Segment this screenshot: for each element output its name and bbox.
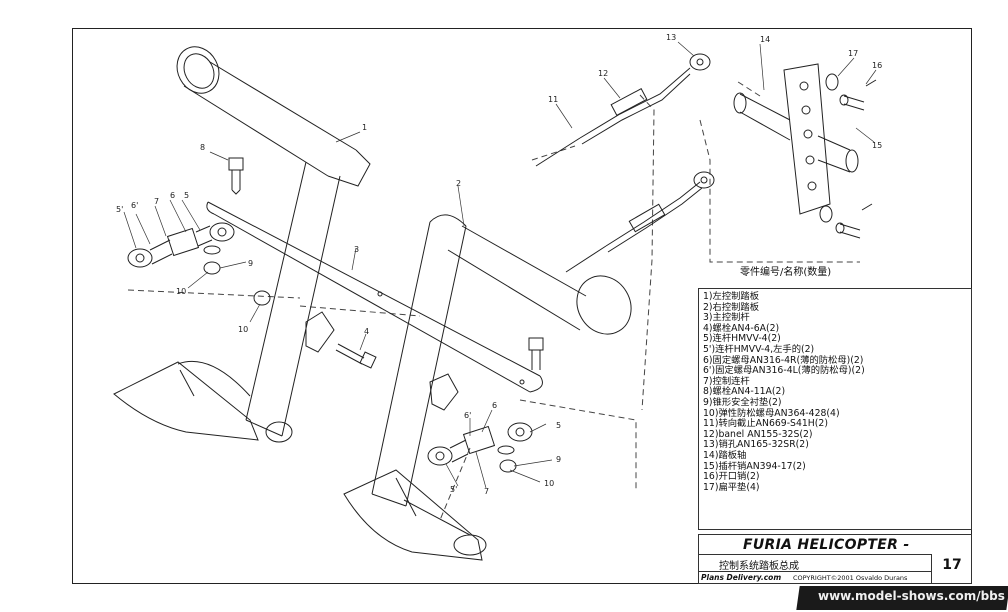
title-divider-lower [699,571,931,572]
left-pedal [113,46,371,443]
callout-15: 15 [872,141,882,150]
parts-list-item: 2)右控制踏板 [703,301,760,313]
callout-6-left: 6 [170,191,175,200]
callout-2: 2 [456,179,461,188]
parts-list-item: 13)销孔AN165-32SR(2) [703,439,809,451]
lower-cable-assembly [565,171,715,273]
parts-list-item: 4)螺栓AN4-6A(2) [703,322,780,334]
title-block: FURIA HELICOPTER - 控制系统踏板总成 Plans Delive… [698,534,972,584]
parts-list-item: 1)左控制踏板 [703,291,760,302]
parts-list-item: 8)螺栓AN4-11A(2) [703,386,786,398]
parts-list-caption: 零件编号/名称(数量) [740,267,832,278]
parts-list-item: 6')固定螺母AN316-4L(薄的防松母)(2) [703,365,865,377]
callout-5prime-left: 5' [116,205,123,214]
callout-labels: 1 2 3 4 8 5 6 7 5' 6' 9 10 10 5 6 6' 9 1… [116,33,882,496]
callout-11: 11 [548,95,558,104]
callout-3: 3 [354,245,359,254]
callout-13: 13 [666,33,676,42]
publisher-site: Plans Delivery.com [701,573,782,582]
right-rod-end-assembly [427,422,533,473]
callout-16: 16 [872,61,882,70]
parts-list-item: 10)弹性防松螺母AN364-428(4) [703,407,840,419]
callout-10-left: 10 [176,287,186,296]
main-control-bar [206,201,543,411]
parts-list-item: 9)锥形安全衬垫(2) [703,396,782,408]
parts-list-item: 3)主控制杆 [703,312,750,324]
bolt-4 [335,343,377,369]
assembly-guide-lines [127,79,860,521]
left-rod-end-assembly [127,222,271,306]
callout-5-right: 5 [556,421,561,430]
parts-list-item: 11)转向截止AN669-S41H(2) [703,418,828,430]
callout-17: 17 [848,49,858,58]
bolt-8 [228,157,244,195]
callout-14: 14 [760,35,770,44]
parts-list-item: 14)踏板轴 [703,449,747,461]
pedal-shaft-assembly [733,63,877,239]
right-pedal [343,214,632,561]
page-number: 17 [942,557,962,573]
callout-8: 8 [200,143,205,152]
callout-7-left: 7 [154,197,159,206]
parts-list-item: 5)连杆HMVV-4(2) [703,333,781,345]
drawing-title: FURIA HELICOPTER - [743,537,910,553]
watermark-text: www.model-shows.com/bbs [818,589,1005,603]
callout-6prime-right: 6' [464,411,471,420]
callout-6-right: 6 [492,401,497,410]
parts-list-item: 12)banel AN155-32S(2) [703,428,813,440]
callout-1: 1 [362,123,367,132]
callout-5-left: 5 [184,191,189,200]
callout-10-mid: 10 [238,325,248,334]
parts-list-item: 16)开口销(2) [703,471,760,483]
page-number-divider [931,554,932,584]
drawing-subtitle: 控制系统踏板总成 [719,561,799,572]
callout-12: 12 [598,69,608,78]
parts-list-item: 7)控制连杆 [703,375,750,387]
parts-list-item: 17)扁平垫(4) [703,481,760,493]
title-divider [699,554,931,555]
callout-9-left: 9 [248,259,253,268]
callout-4: 4 [364,327,369,336]
callout-7-right: 7 [484,487,489,496]
upper-cable-assembly [535,53,711,167]
callout-5prime-right: 5' [450,485,457,494]
bolt-8-right [528,337,544,370]
parts-list-item: 5')连杆HMVV-4,左手的(2) [703,343,815,355]
copyright-notice: COPYRIGHT©2001 Osvaldo Durans [793,574,908,582]
callout-10-right: 10 [544,479,554,488]
callout-leaders [123,41,877,489]
callout-9-right: 9 [556,455,561,464]
callout-6prime-left: 6' [131,201,138,210]
parts-list-item: 6)固定螺母AN316-4R(薄的防松母)(2) [703,354,864,366]
parts-list-item: 15)插杆销AN394-17(2) [703,460,806,472]
